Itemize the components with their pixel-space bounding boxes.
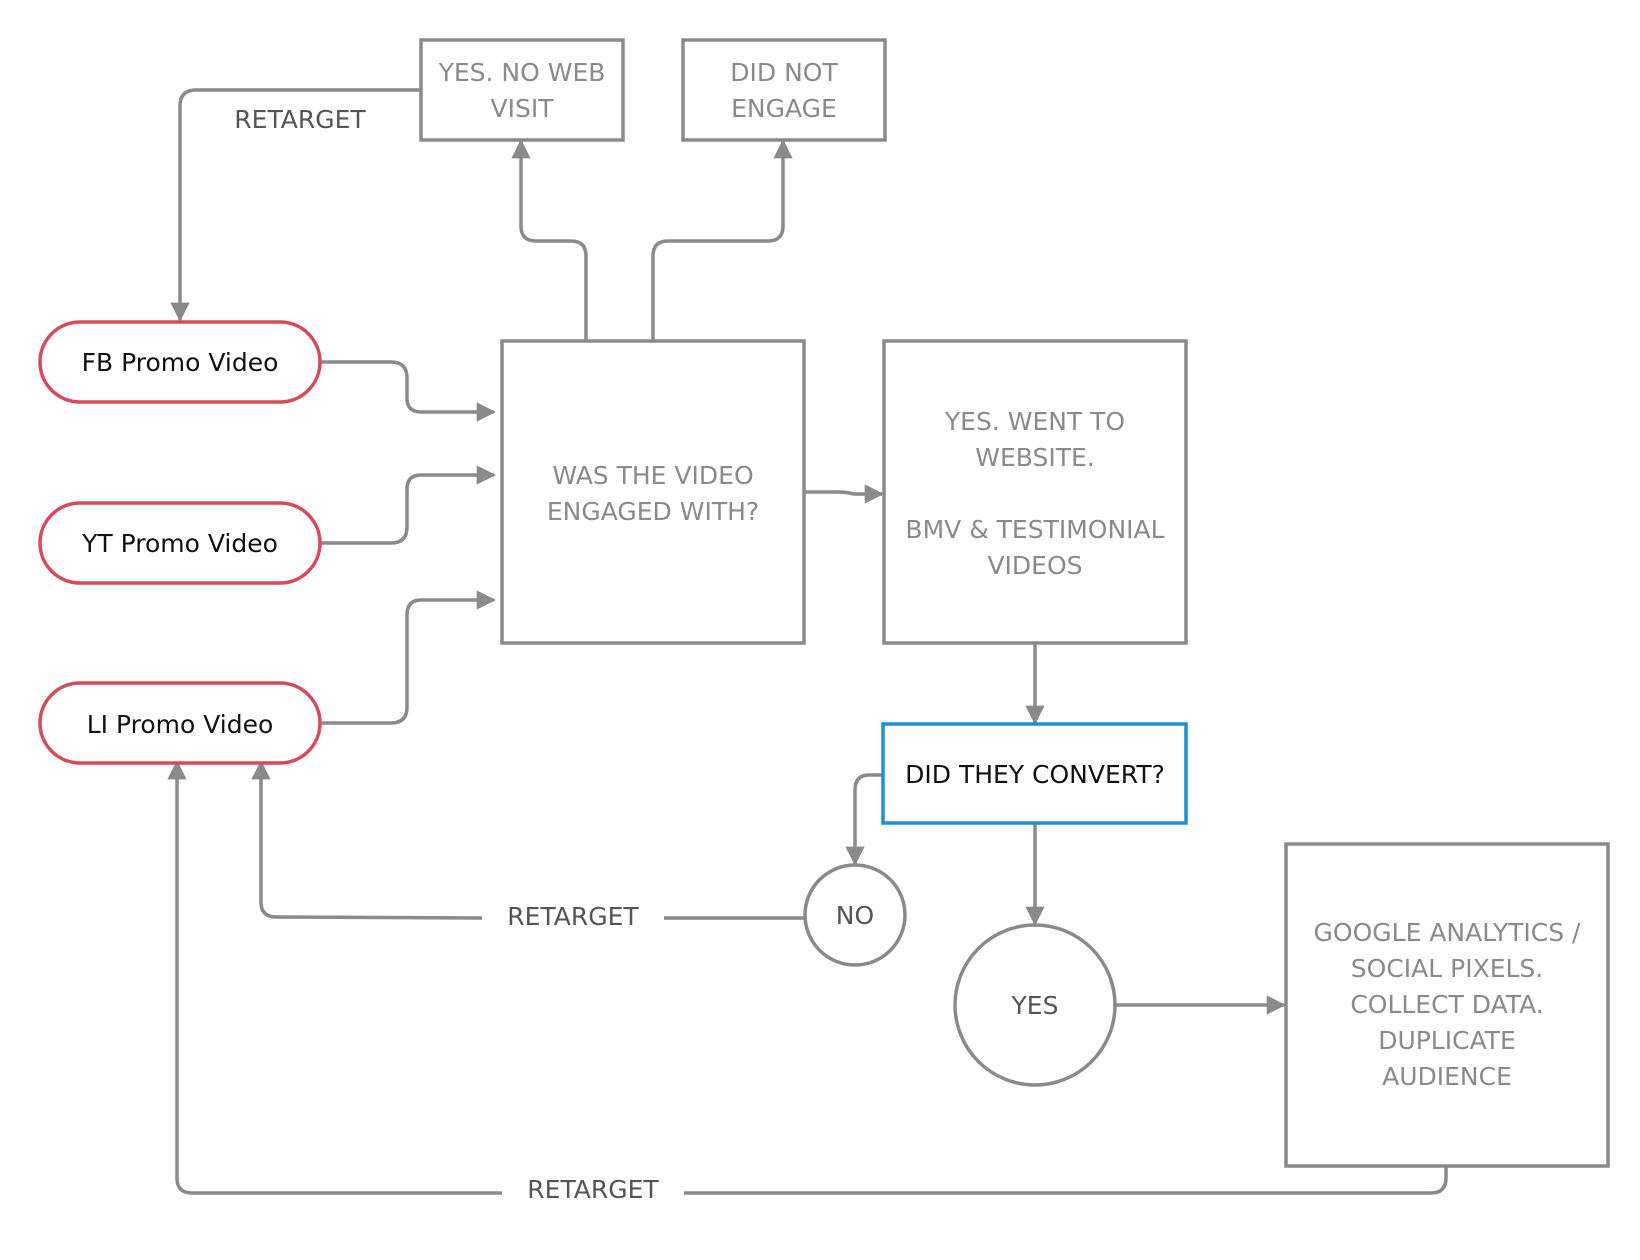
- node-did-not-engage: DID NOT ENGAGE: [681, 38, 887, 142]
- edge-convert-to-no: [845, 773, 883, 866]
- retarget-label-mid: RETARGET: [507, 902, 639, 931]
- analytics-line-3: COLLECT DATA.: [1350, 990, 1543, 1019]
- analytics-line-4: DUPLICATE: [1378, 1026, 1516, 1055]
- edge-analytics-retarget-segment-right: [684, 1166, 1448, 1195]
- edge-engaged-to-did-not-engage: [651, 139, 793, 341]
- analytics-line-5: AUDIENCE: [1382, 1062, 1512, 1091]
- node-li-promo-video: LI Promo Video: [38, 681, 322, 765]
- edge-no-retarget-segment-left: [251, 760, 483, 920]
- did-not-engage-line-2: ENGAGE: [731, 94, 837, 123]
- no-web-visit-line-1: YES. NO WEB: [438, 58, 606, 87]
- node-yes: YES: [953, 923, 1117, 1087]
- edge-engaged-to-no-web-visit: [511, 139, 588, 341]
- yt-promo-label: YT Promo Video: [81, 529, 278, 558]
- node-no-web-visit: YES. NO WEB VISIT: [419, 38, 625, 142]
- engaged-line-1: WAS THE VIDEO: [552, 461, 753, 490]
- node-video-engaged: WAS THE VIDEO ENGAGED WITH?: [500, 339, 806, 645]
- website-line-4: VIDEOS: [987, 551, 1082, 580]
- website-line-3: BMV & TESTIMONIAL: [905, 515, 1164, 544]
- edge-analytics-retarget-segment-left: [167, 760, 502, 1195]
- yes-label: YES: [1011, 991, 1059, 1020]
- website-line-2: WEBSITE.: [975, 443, 1094, 472]
- edge-li-to-engaged: [320, 590, 496, 725]
- no-label: NO: [836, 901, 874, 930]
- website-line-1: YES. WENT TO: [944, 407, 1125, 436]
- li-promo-label: LI Promo Video: [87, 710, 274, 739]
- edge-retarget-to-fb: [170, 88, 421, 322]
- edge-yt-to-engaged: [320, 465, 496, 545]
- node-fb-promo-video: FB Promo Video: [38, 320, 322, 404]
- node-no: NO: [803, 863, 907, 967]
- edge-engaged-to-website: [805, 484, 884, 504]
- node-did-they-convert: DID THEY CONVERT?: [881, 722, 1188, 825]
- did-not-engage-line-1: DID NOT: [730, 58, 838, 87]
- no-web-visit-line-2: VISIT: [491, 94, 555, 123]
- retarget-label-bottom: RETARGET: [527, 1175, 659, 1204]
- retarget-label-top: RETARGET: [234, 105, 366, 134]
- node-analytics: GOOGLE ANALYTICS / SOCIAL PIXELS. COLLEC…: [1284, 842, 1610, 1168]
- analytics-line-1: GOOGLE ANALYTICS /: [1314, 918, 1581, 947]
- convert-label: DID THEY CONVERT?: [905, 760, 1165, 789]
- edges: [167, 88, 1448, 1195]
- node-yt-promo-video: YT Promo Video: [38, 501, 322, 585]
- fb-promo-label: FB Promo Video: [82, 348, 279, 377]
- analytics-line-2: SOCIAL PIXELS.: [1351, 954, 1543, 983]
- node-went-to-website: YES. WENT TO WEBSITE. BMV & TESTIMONIAL …: [882, 339, 1188, 645]
- edge-fb-to-engaged: [320, 360, 496, 422]
- engaged-line-2: ENGAGED WITH?: [547, 497, 759, 526]
